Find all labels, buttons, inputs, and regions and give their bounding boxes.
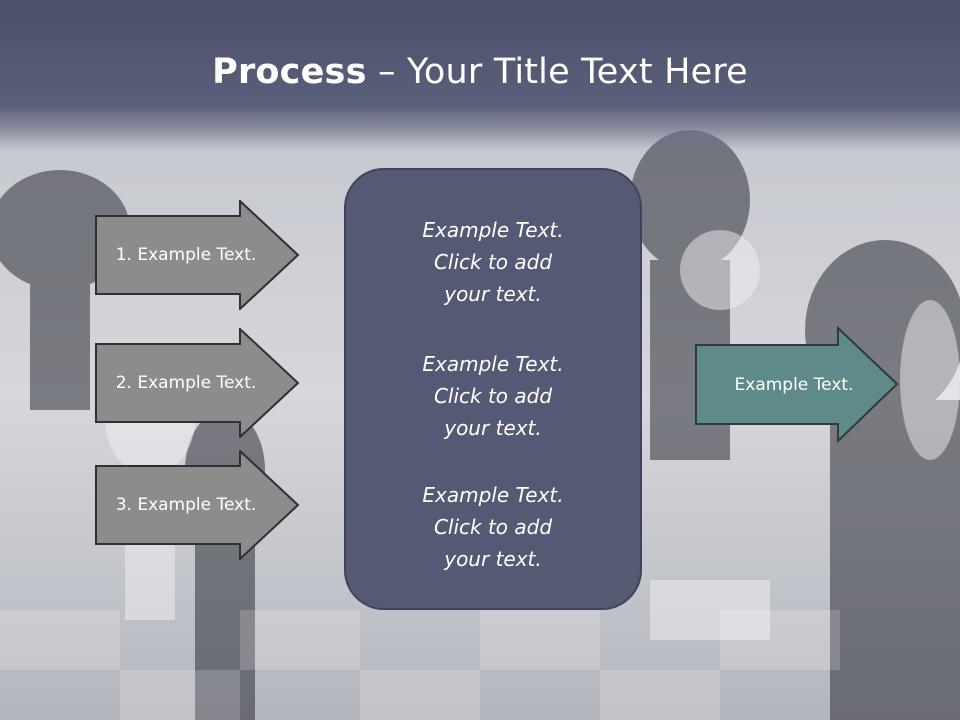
- center-text-box[interactable]: Example Text. Click to add your text. Ex…: [344, 168, 642, 610]
- paragraph-line: your text.: [444, 416, 542, 440]
- title-rest: – Your Title Text Here: [366, 52, 748, 92]
- title-bold: Process: [212, 52, 367, 92]
- arrow-shape: [695, 326, 899, 444]
- step-label-1: 1. Example Text.: [115, 245, 257, 265]
- step-arrow-1[interactable]: 1. Example Text.: [94, 200, 300, 310]
- center-paragraph-1: Example Text. Click to add your text.: [346, 214, 640, 310]
- paragraph-line: Click to add: [433, 384, 553, 408]
- paragraph-line: your text.: [444, 547, 542, 571]
- output-arrow[interactable]: Example Text.: [694, 326, 900, 444]
- step-arrow-3[interactable]: 3. Example Text.: [94, 450, 300, 560]
- paragraph-line: Click to add: [433, 250, 553, 274]
- title-band: [0, 0, 960, 150]
- paragraph-line: Example Text.: [422, 352, 564, 376]
- paragraph-line: Example Text.: [422, 218, 564, 242]
- step-label-3: 3. Example Text.: [115, 495, 257, 515]
- step-label-2: 2. Example Text.: [115, 373, 257, 393]
- center-paragraph-3: Example Text. Click to add your text.: [346, 479, 640, 575]
- center-paragraph-2: Example Text. Click to add your text.: [346, 348, 640, 444]
- arrow-shape: [95, 450, 300, 560]
- arrow-shape: [95, 200, 300, 310]
- step-arrow-2[interactable]: 2. Example Text.: [94, 328, 300, 438]
- paragraph-line: Example Text.: [422, 483, 564, 507]
- output-label: Example Text.: [734, 375, 854, 395]
- slide-title[interactable]: Process – Your Title Text Here: [0, 52, 960, 92]
- arrow-shape: [95, 328, 300, 438]
- paragraph-line: Click to add: [433, 515, 553, 539]
- paragraph-line: your text.: [444, 282, 542, 306]
